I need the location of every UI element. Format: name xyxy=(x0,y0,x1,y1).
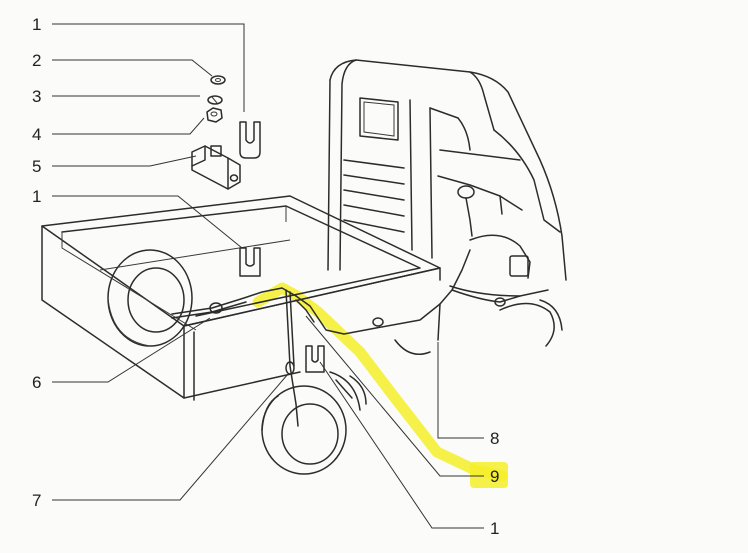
callout-6: 6 xyxy=(32,373,41,392)
leader-5 xyxy=(52,155,197,167)
washer-part xyxy=(210,75,226,85)
rear-right-wheel xyxy=(261,371,367,476)
leader-2 xyxy=(52,59,213,77)
callout-4: 4 xyxy=(32,125,41,144)
leader-4 xyxy=(52,117,205,135)
callout-1c: 1 xyxy=(490,519,499,538)
leader-9 xyxy=(305,315,484,477)
callout-2: 2 xyxy=(32,51,41,70)
nut-part xyxy=(206,107,223,123)
leader-1a xyxy=(52,23,245,112)
callout-7: 7 xyxy=(32,491,41,510)
callout-1a: 1 xyxy=(32,15,41,34)
cargo-bed xyxy=(41,195,441,401)
leader-1c xyxy=(319,361,484,529)
rear-left-wheel xyxy=(107,249,193,347)
callout-5: 5 xyxy=(32,157,41,176)
leader-7 xyxy=(52,373,289,501)
callout-1b: 1 xyxy=(32,187,41,206)
exploded-parts xyxy=(191,75,261,190)
callout-9: 9 xyxy=(490,467,499,486)
callout-8: 8 xyxy=(490,429,499,448)
callout-3: 3 xyxy=(32,87,41,106)
clip-part xyxy=(239,121,261,159)
leader-6 xyxy=(52,317,211,383)
spring-washer-part xyxy=(207,95,223,105)
junction-block-part xyxy=(191,145,241,190)
leader-1b xyxy=(52,195,243,249)
leader-lines xyxy=(52,23,484,529)
leader-8 xyxy=(437,342,484,439)
callout-labels: 1 2 3 4 5 1 6 7 8 9 1 xyxy=(32,15,499,538)
brake-lines xyxy=(171,249,521,427)
cab xyxy=(327,59,567,355)
